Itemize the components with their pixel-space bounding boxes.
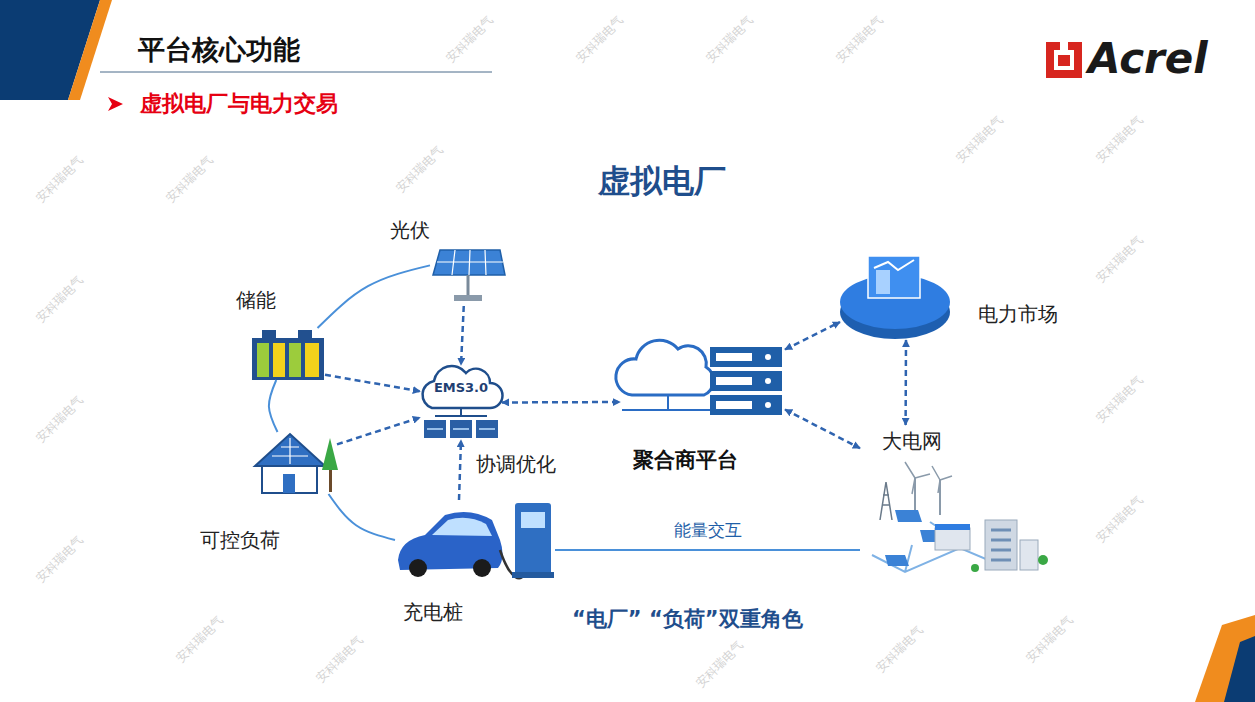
storage-icon xyxy=(252,330,324,380)
watermark: 安科瑞电气 xyxy=(314,633,367,686)
watermark: 安科瑞电气 xyxy=(444,13,497,66)
aggregator-node: 聚合商平台 xyxy=(620,342,785,417)
watermark: 安科瑞电气 xyxy=(834,13,887,66)
watermark: 安科瑞电气 xyxy=(164,153,217,206)
edge-label: 能量交互 xyxy=(672,520,744,540)
link-line xyxy=(269,380,278,432)
slide-title: 平台核心功能 xyxy=(138,34,300,66)
corner-decor xyxy=(1224,636,1255,702)
watermark: 安科瑞电气 xyxy=(394,143,447,196)
watermark: 安科瑞电气 xyxy=(1094,233,1147,286)
watermark: 安科瑞电气 xyxy=(34,393,87,446)
ev-charger-icon xyxy=(398,503,554,578)
node-label: 光伏 xyxy=(390,218,430,242)
watermark: 安科瑞电气 xyxy=(34,153,87,206)
dashed-arrow xyxy=(785,322,840,350)
node-label: 充电桩 xyxy=(403,600,463,624)
power-grid-icon xyxy=(872,462,1048,572)
corner-decor xyxy=(1195,615,1255,702)
caption-note: “电厂” “负荷”双重角色 xyxy=(572,607,803,632)
node-label: 聚合商平台 xyxy=(633,448,738,473)
dashed-arrow xyxy=(325,375,420,391)
load-node: 可控负荷 xyxy=(252,432,337,494)
watermark: 安科瑞电气 xyxy=(574,13,627,66)
ems-cloud-icon xyxy=(423,366,503,438)
node-label: 储能 xyxy=(236,288,276,312)
ems-node: EMS3.0协调优化 xyxy=(420,365,502,440)
dashed-arrow xyxy=(459,440,461,500)
dashed-arrow xyxy=(904,340,907,425)
watermark: 安科瑞电气 xyxy=(1094,113,1147,166)
dashed-arrow xyxy=(502,401,620,404)
logo-text: Acrel xyxy=(1088,34,1208,84)
dashed-arrow xyxy=(461,306,464,365)
market-node: 电力市场 xyxy=(840,250,950,340)
link-line xyxy=(329,494,396,540)
node-label: EMS3.0 xyxy=(431,380,491,396)
storage-node: 储能 xyxy=(250,328,325,380)
watermark: 安科瑞电气 xyxy=(1094,493,1147,546)
link-line xyxy=(318,265,431,328)
link-line xyxy=(555,549,860,551)
node-label: 大电网 xyxy=(882,429,942,453)
watermark: 安科瑞电气 xyxy=(34,533,87,586)
diagram-heading: 虚拟电厂 xyxy=(598,162,726,200)
node-label: 电力市场 xyxy=(978,302,1058,326)
house-icon xyxy=(255,434,338,493)
watermark: 安科瑞电气 xyxy=(1094,373,1147,426)
watermark: 安科瑞电气 xyxy=(174,613,227,666)
logo-mark xyxy=(1046,42,1082,78)
node-caption: 协调优化 xyxy=(476,452,556,476)
title-rule xyxy=(100,72,492,73)
dashed-arrow xyxy=(785,410,860,449)
solar-node: 光伏 xyxy=(430,248,505,306)
bullet xyxy=(108,97,123,111)
solar-panel-icon xyxy=(433,250,505,301)
node-label: 可控负荷 xyxy=(200,528,280,552)
section-heading: 虚拟电厂与电力交易 xyxy=(140,91,338,117)
dashed-arrow xyxy=(337,418,420,445)
charger-node: 充电桩 xyxy=(395,500,555,580)
aggregator-server-icon xyxy=(616,340,782,415)
market-icon xyxy=(840,256,950,339)
watermark: 安科瑞电气 xyxy=(874,623,927,676)
watermark: 安科瑞电气 xyxy=(34,273,87,326)
corner-decor xyxy=(68,0,112,100)
watermark: 安科瑞电气 xyxy=(1024,613,1077,666)
watermark: 安科瑞电气 xyxy=(694,638,747,691)
grid-node: 大电网 xyxy=(860,425,1050,580)
watermark: 安科瑞电气 xyxy=(704,13,757,66)
watermark: 安科瑞电气 xyxy=(954,113,1007,166)
